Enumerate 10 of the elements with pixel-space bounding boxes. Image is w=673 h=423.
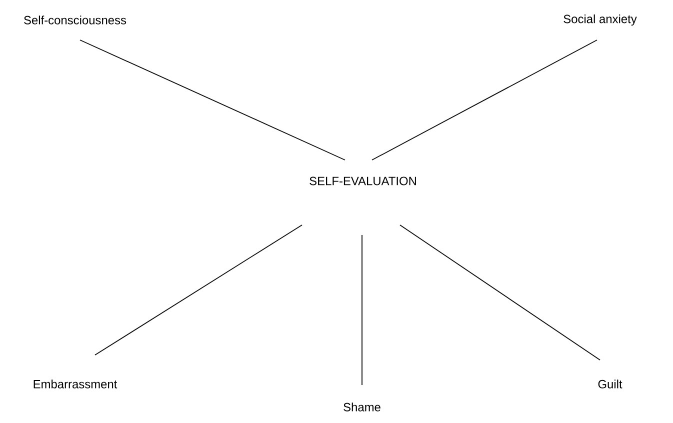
- term-label: SELF-EVALUATION: [310, 176, 416, 186]
- connector-line: [372, 40, 598, 160]
- term-label: Social anxiety: [564, 14, 637, 26]
- term-label: Self-consciousness: [24, 16, 126, 24]
- term-label: Embarrassment: [34, 380, 118, 388]
- connector-line: [80, 40, 346, 160]
- connector-line: [400, 224, 600, 360]
- connector-line: [94, 224, 302, 356]
- term-label: Shame: [344, 402, 380, 412]
- term-label: Guilt: [598, 380, 622, 388]
